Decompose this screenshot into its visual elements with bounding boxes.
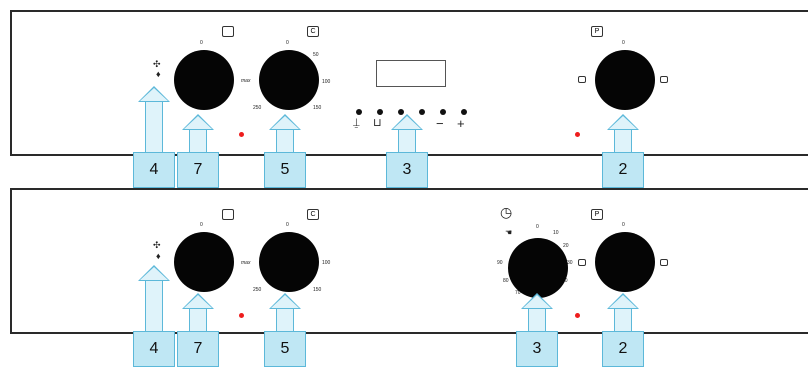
alarm-bell-icon: ⍊ — [353, 117, 360, 129]
timer-knob[interactable] — [508, 238, 568, 298]
callout-7-top: 7 — [177, 114, 219, 188]
timer-10-label: 10 — [553, 230, 559, 236]
knob-2-250-label: 250 — [253, 105, 262, 111]
timer-0-label: 0 — [536, 224, 539, 230]
right-program-icon-b — [660, 259, 668, 266]
b-knob-2-250-label: 250 — [253, 287, 262, 293]
oven-function-icon-b — [222, 209, 234, 220]
button-6[interactable] — [461, 109, 467, 115]
fan-icon: ✣ — [153, 59, 161, 69]
callout-2-bottom: 2 — [602, 293, 644, 367]
clock-display — [376, 60, 446, 87]
callout-2-label: 2 — [602, 152, 644, 188]
b-knob-1-max-label: max — [241, 260, 251, 266]
callout-4-label-b: 4 — [133, 331, 175, 367]
callout-5-label-b: 5 — [264, 331, 306, 367]
callout-4-top: 4 — [133, 86, 175, 188]
pot-icon: ⊔ — [373, 117, 382, 129]
program-icon: P — [591, 26, 603, 37]
timer-80-label: 80 — [503, 278, 509, 284]
button-2[interactable] — [377, 109, 383, 115]
plus-label: + — [457, 116, 465, 131]
knob-1-max-label: max — [241, 78, 251, 84]
indicator-light-b — [239, 313, 244, 318]
knob-2-50-label: 50 — [313, 52, 319, 58]
program-icon-b: P — [591, 209, 603, 220]
program-knob[interactable] — [595, 50, 655, 110]
timer-20-label: 20 — [563, 243, 569, 249]
indicator-light-right-b — [575, 313, 580, 318]
timer-90-label: 90 — [497, 260, 503, 266]
callout-5-bottom: 5 — [264, 293, 306, 367]
knob-1-zero-label: 0 — [200, 40, 203, 46]
function-selector-knob-b[interactable] — [174, 232, 234, 292]
callout-2-label-b: 2 — [602, 331, 644, 367]
left-program-icon-b — [578, 259, 586, 266]
b-knob-1-zero-label: 0 — [200, 222, 203, 228]
callout-7-label-b: 7 — [177, 331, 219, 367]
left-program-icon — [578, 76, 586, 83]
timer-30-label: 30 — [567, 260, 573, 266]
clock-icon: ◷ — [500, 204, 513, 220]
callout-3-bottom: 3 — [516, 293, 558, 367]
callout-2-top: 2 — [602, 114, 644, 188]
callout-3-label-b: 3 — [516, 331, 558, 367]
button-1[interactable] — [356, 109, 362, 115]
b-knob-2-100-label: 100 — [322, 260, 331, 266]
button-4[interactable] — [419, 109, 425, 115]
button-5[interactable] — [440, 109, 446, 115]
temperature-knob-b[interactable] — [259, 232, 319, 292]
right-program-icon — [660, 76, 668, 83]
button-3[interactable] — [398, 109, 404, 115]
flame-icon: ♦ — [156, 69, 161, 79]
fan-icon-b: ✣ — [153, 240, 161, 250]
temperature-knob[interactable] — [259, 50, 319, 110]
temperature-icon: C — [307, 26, 319, 37]
temperature-icon-b: C — [307, 209, 319, 220]
program-knob-b[interactable] — [595, 232, 655, 292]
callout-5-label: 5 — [264, 152, 306, 188]
b-program-zero-label: 0 — [622, 222, 625, 228]
callout-5-top: 5 — [264, 114, 306, 188]
indicator-light — [239, 132, 244, 137]
callout-4-label: 4 — [133, 152, 175, 188]
callout-7-bottom: 7 — [177, 293, 219, 367]
knob-2-zero-label: 0 — [286, 40, 289, 46]
indicator-light-right — [575, 132, 580, 137]
flame-icon-b: ♦ — [156, 251, 161, 261]
control-panel-bottom — [10, 188, 808, 334]
callout-4-bottom: 4 — [133, 265, 175, 367]
callout-3-label: 3 — [386, 152, 428, 188]
callout-7-label: 7 — [177, 152, 219, 188]
minus-label: − — [436, 116, 444, 131]
oven-function-icon — [222, 26, 234, 37]
timer-70-label: 70 — [515, 290, 521, 296]
function-selector-knob[interactable] — [174, 50, 234, 110]
program-zero-label: 0 — [622, 40, 625, 46]
knob-2-150-label: 150 — [313, 105, 322, 111]
callout-3-top: 3 — [386, 114, 428, 188]
timer-hand-icon: ☚ — [505, 228, 513, 237]
knob-2-100-label: 100 — [322, 79, 331, 85]
b-knob-2-150-label: 150 — [313, 287, 322, 293]
b-knob-2-zero-label: 0 — [286, 222, 289, 228]
